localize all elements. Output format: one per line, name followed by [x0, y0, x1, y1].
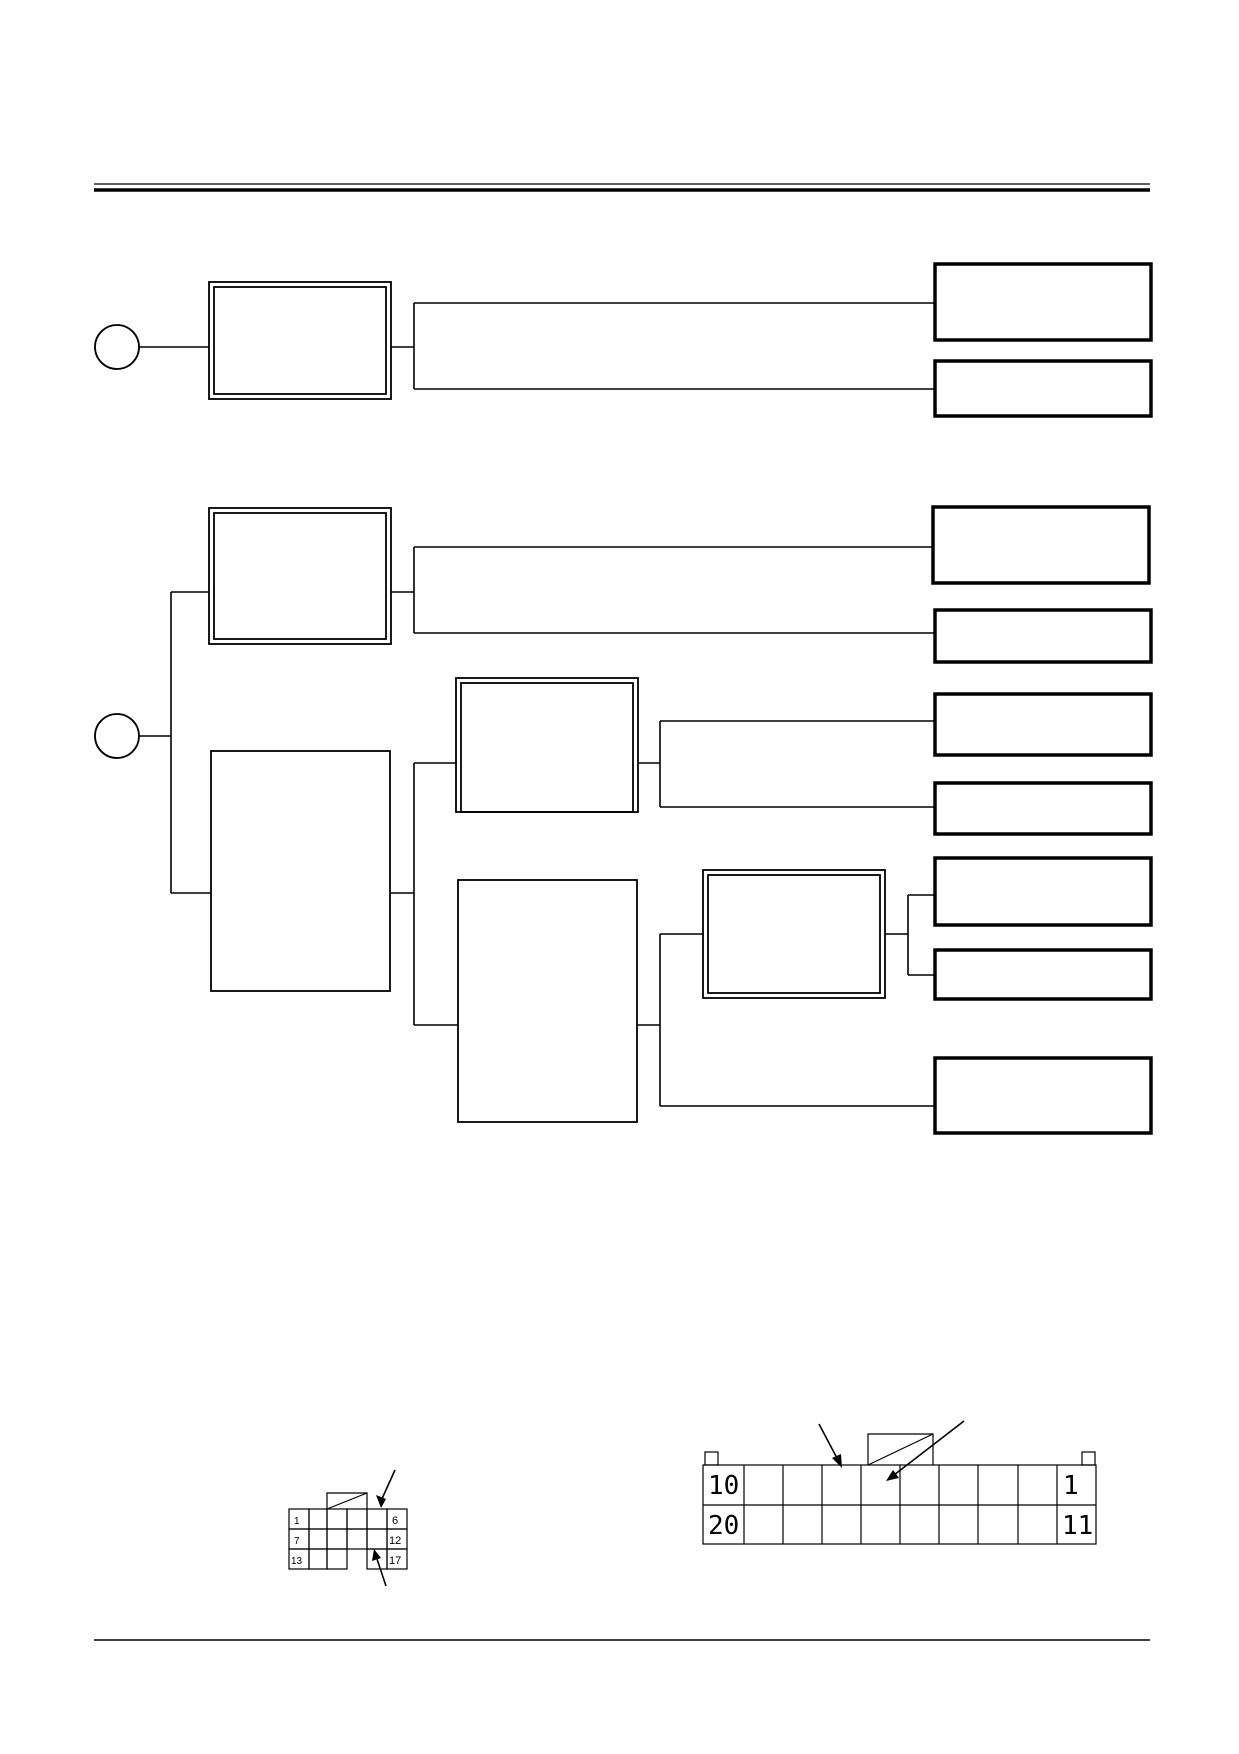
lower-output-box-2: [933, 608, 1153, 664]
small-connector-pin-labels: 1 6 7 12 13 17: [291, 1515, 401, 1567]
large-pin-1-label: 1: [1063, 1471, 1079, 1501]
lower-output-box-5: [933, 856, 1153, 927]
large-connector: [702, 1420, 1097, 1545]
lower-output-box-3: [933, 692, 1153, 757]
lower-output-box-7: [933, 1056, 1153, 1135]
small-pin-13-label: 13: [291, 1556, 303, 1567]
small-pin-7-label: 7: [294, 1536, 300, 1547]
lower-block-diagram: [94, 505, 1153, 1135]
lower-output-box-4: [933, 781, 1153, 836]
lower-middle-unit-box: [455, 677, 639, 813]
top-source-circle: [94, 324, 140, 370]
small-pin-12-label: 12: [389, 1535, 401, 1547]
lower-lower-unit-box: [457, 879, 638, 1123]
top-output-box-1: [933, 262, 1153, 342]
top-main-unit-box: [208, 281, 392, 400]
lower-output-box-1: [931, 505, 1151, 585]
large-pin-20-label: 20: [708, 1511, 739, 1541]
lower-upper-unit-box: [208, 507, 392, 645]
small-pin-17-label: 17: [389, 1555, 401, 1567]
lower-output-box-6: [933, 948, 1153, 1001]
top-output-box-2: [933, 359, 1153, 418]
small-connector: [288, 1469, 408, 1587]
lower-small-unit-box: [702, 869, 886, 999]
large-pin-11-label: 11: [1062, 1511, 1093, 1541]
small-pin-6-label: 6: [392, 1515, 398, 1527]
large-connector-pin-labels: 10 1 20 11: [708, 1471, 1093, 1541]
large-pin-10-label: 10: [708, 1471, 739, 1501]
header-rule: [94, 183, 1150, 192]
small-pin-1-label: 1: [294, 1516, 300, 1527]
lower-source-circle: [94, 713, 140, 759]
top-block-diagram: [94, 262, 1153, 418]
lower-tall-unit-box: [210, 750, 391, 992]
